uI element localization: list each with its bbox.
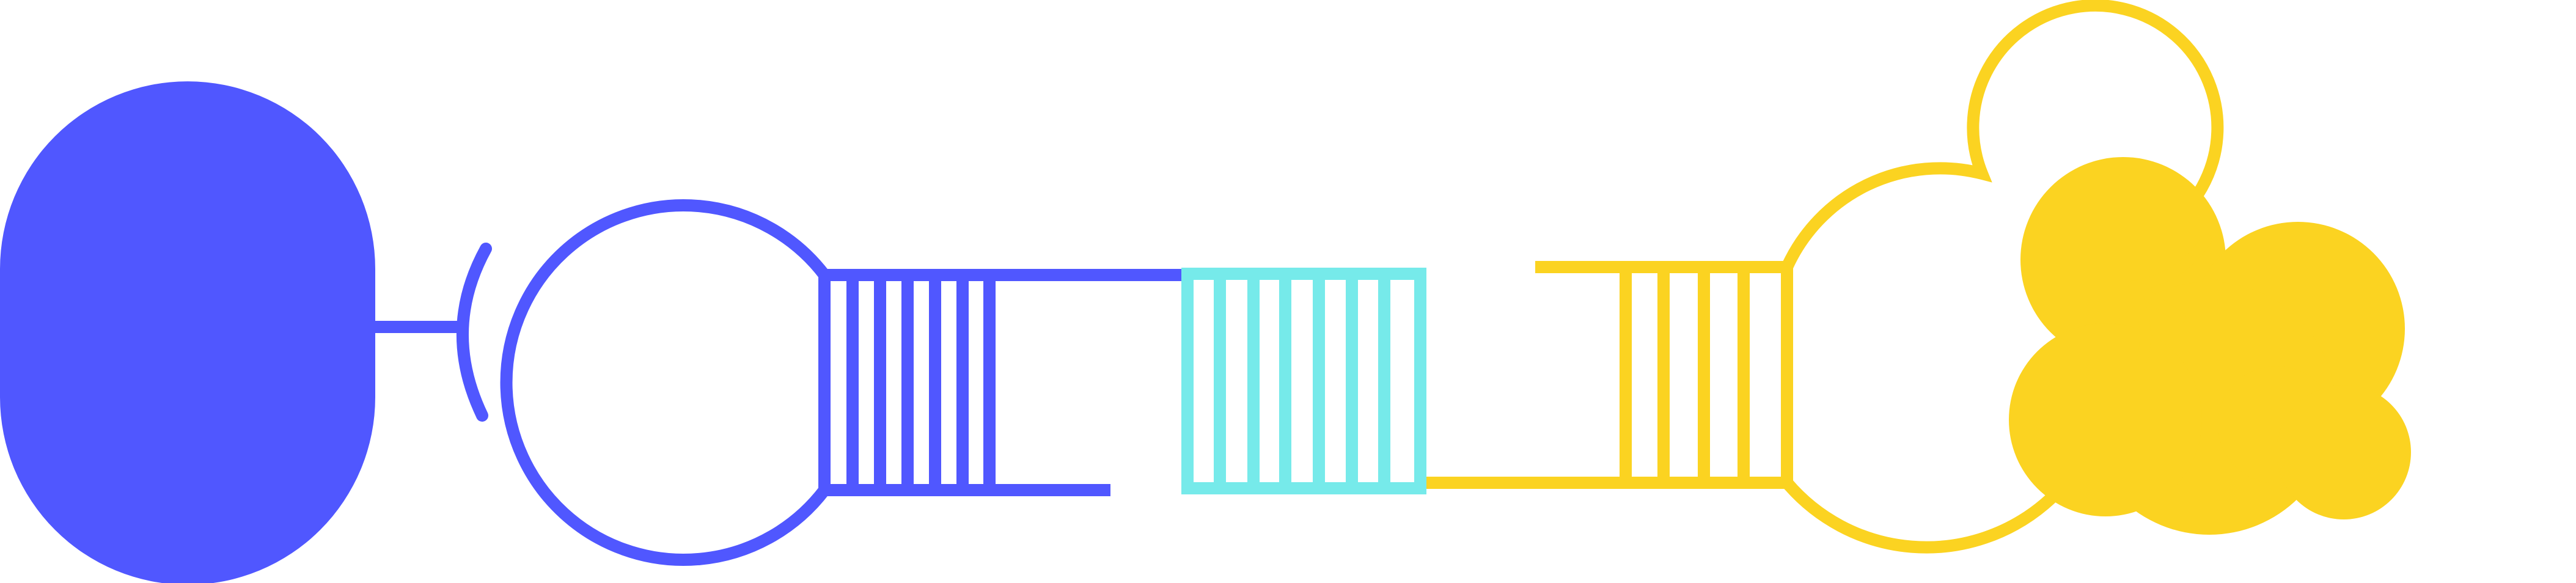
yellow-ladder-duplex bbox=[1426, 261, 1793, 489]
blue-connector bbox=[375, 243, 492, 422]
yellow-multi-loop bbox=[1781, 0, 2224, 554]
blue-hairpin-loop bbox=[500, 199, 829, 566]
blue-rounded-block bbox=[0, 81, 375, 583]
blue-ladder-duplex bbox=[818, 269, 1183, 496]
cyan-ladder-duplex bbox=[1181, 268, 1426, 494]
yellow-cloud bbox=[2009, 157, 2411, 535]
